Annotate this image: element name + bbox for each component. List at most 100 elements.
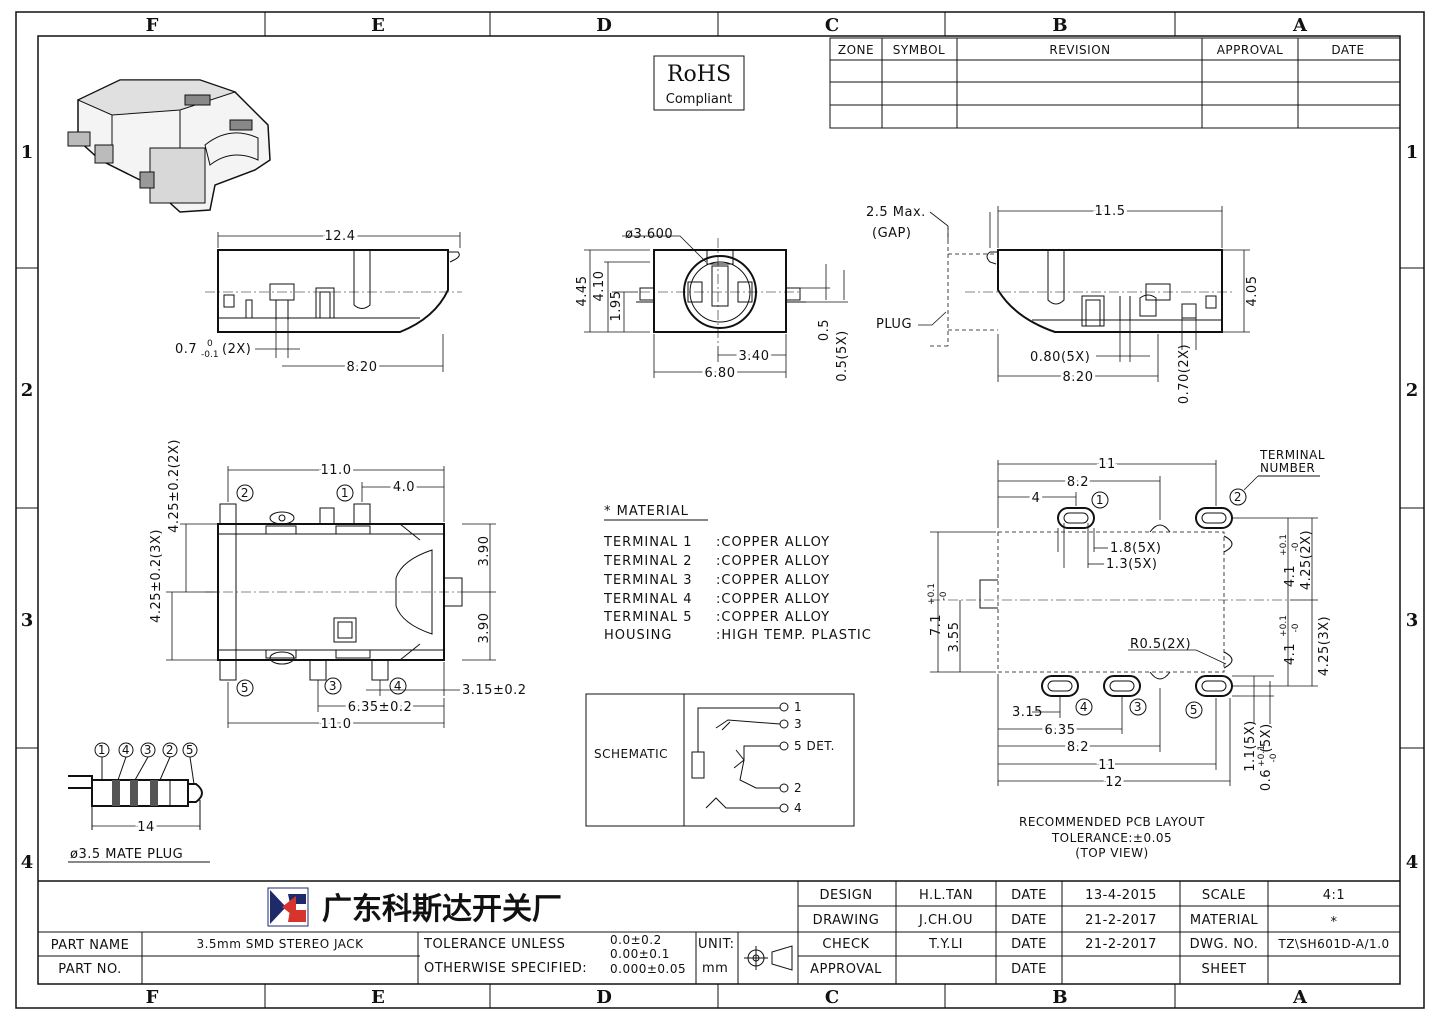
- zone-bottom-e: E: [371, 987, 385, 1008]
- dim-plug-14: 14: [137, 820, 155, 835]
- dim-pcb-425-2x: 4.25(2X): [1299, 530, 1314, 590]
- part-no-label: PART NO.: [58, 962, 122, 977]
- top-view: 2 1 5 3 4 11.0 4.0 4.25±0.2(2X) 4.25±0.2…: [149, 439, 527, 735]
- pcb-term-5: 5: [1190, 703, 1198, 717]
- dim-pcb-41a: 4.1: [1283, 565, 1298, 587]
- side-view: 12.4 0.7 0 -0.1 (2X) 8.20: [175, 226, 462, 378]
- zone-right-1: 1: [1406, 142, 1419, 163]
- tolerance-2: 0.00±0.1: [610, 947, 670, 961]
- material-list: * MATERIAL TERMINAL 1 :COPPER ALLOY TERM…: [603, 504, 872, 643]
- dim-pcb-425-3x: 4.25(3X): [1317, 616, 1332, 676]
- gap-label: (GAP): [872, 226, 911, 241]
- dim-front-340: 3.40: [739, 349, 770, 364]
- material-row-2-value: :COPPER ALLOY: [716, 554, 830, 569]
- zone-top-d: D: [596, 15, 612, 36]
- scale-value: 4:1: [1323, 888, 1345, 903]
- dim-top-425-3x: 4.25±0.2(3X): [149, 529, 164, 623]
- dim-front-05-5x: 0.5(5X): [835, 330, 850, 382]
- dim-pcb-71: 7.1: [929, 614, 944, 636]
- schematic-pin-1: 1: [794, 700, 802, 714]
- dim-pcb-r05: R0.5(2X): [1130, 637, 1191, 652]
- mate-plug-label: ø3.5 MATE PLUG: [70, 847, 183, 862]
- rohs-badge: RoHS Compliant: [653, 55, 745, 111]
- sheet-label: SHEET: [1202, 962, 1247, 977]
- dim-pcb-4: 4: [1032, 491, 1041, 506]
- dim-top-110: 11.0: [321, 463, 352, 478]
- material-row-4-name: TERMINAL 4: [603, 592, 693, 607]
- dim-pcb-11b: 11: [1098, 758, 1116, 773]
- unit-label: UNIT:: [698, 937, 734, 952]
- dim-pcb-06-tol-upper: +0.1: [1257, 745, 1267, 767]
- sheet-frame: F E D C B A F E D C B A 1 2 3 4 1 2 3 4: [15, 11, 1425, 1009]
- top-term-1: 1: [341, 486, 349, 500]
- company-logo-icon: [267, 887, 309, 927]
- zone-bottom-a: A: [1292, 987, 1308, 1008]
- dim-side-lead-tol-upper: 0: [207, 339, 213, 349]
- terminal-number-line1: TERMINAL: [1259, 448, 1325, 462]
- dim-pcb-11-5x: 1.1(5X): [1243, 720, 1258, 772]
- material-row-4-value: :COPPER ALLOY: [716, 592, 830, 607]
- dim-front-445: 4.45: [575, 276, 590, 307]
- company-name: 广东科斯达开关厂: [322, 892, 562, 927]
- zone-bottom-c: C: [825, 987, 839, 1008]
- dim-pcb-82b: 8.2: [1067, 740, 1089, 755]
- date-drawing: 21-2-2017: [1085, 913, 1157, 928]
- dim-right-820: 8.20: [1063, 370, 1094, 385]
- material-row-1-value: :COPPER ALLOY: [716, 535, 830, 550]
- dim-top-390b: 3.90: [477, 613, 492, 644]
- dim-pcb-355: 3.55: [947, 622, 962, 653]
- material-row-6-value: :HIGH TEMP. PLASTIC: [716, 628, 872, 643]
- dim-pcb-11: 11: [1098, 457, 1116, 472]
- dim-side-width: 12.4: [325, 229, 356, 244]
- plug-order-2: 2: [166, 743, 174, 757]
- date-label-design: DATE: [1011, 888, 1047, 903]
- top-term-4: 4: [394, 679, 402, 693]
- terminal-number-line2: NUMBER: [1260, 461, 1315, 475]
- schematic: SCHEMATIC 1 3 5 DET. 2 4: [585, 693, 855, 827]
- dim-front-dia: ø3.600: [625, 227, 673, 242]
- material-row-1-name: TERMINAL 1: [603, 535, 693, 550]
- dim-right-070: 0.70(2X): [1177, 344, 1192, 404]
- date-design: 13-4-2015: [1085, 888, 1157, 903]
- dim-pcb-635: 6.35: [1045, 723, 1076, 738]
- pcb-term-4: 4: [1080, 700, 1088, 714]
- dim-pcb-41b-tol-upper: +0.1: [1279, 615, 1289, 637]
- dim-pcb-13: 1.3(5X): [1106, 557, 1158, 572]
- pcb-term-2: 2: [1234, 490, 1242, 504]
- rev-header-revision: REVISION: [1049, 43, 1110, 57]
- material-label: MATERIAL: [1190, 913, 1259, 928]
- material-row-2-name: TERMINAL 2: [603, 554, 693, 569]
- zone-right-4: 4: [1406, 852, 1419, 873]
- dwg-label: DWG. NO.: [1190, 937, 1259, 952]
- tolerance-label-1: TOLERANCE UNLESS: [423, 937, 565, 952]
- rev-header-zone: ZONE: [838, 43, 874, 57]
- dim-side-lead: 0.7: [175, 342, 197, 357]
- dim-pcb-41b: 4.1: [1283, 643, 1298, 665]
- check-value: T.Y.LI: [928, 937, 963, 952]
- approval-label: APPROVAL: [810, 962, 882, 977]
- title-block: 广东科斯达开关厂 PART NAME 3.5mm SMD STEREO JACK…: [38, 880, 1400, 984]
- front-view: ø3.600 4.45 4.10 1.95 3.40 6.80 0.5 0.5(…: [575, 227, 850, 384]
- rev-header-symbol: SYMBOL: [893, 43, 945, 57]
- date-check: 21-2-2017: [1085, 937, 1157, 952]
- date-label-drawing: DATE: [1011, 913, 1047, 928]
- zone-left-3: 3: [21, 610, 34, 631]
- check-label: CHECK: [822, 937, 869, 952]
- dim-right-080: 0.80(5X): [1030, 350, 1090, 365]
- material-row-5-name: TERMINAL 5: [603, 610, 693, 625]
- schematic-pin-4: 4: [794, 801, 802, 815]
- zone-top-f: F: [146, 15, 159, 36]
- dim-top-315: 3.15±0.2: [462, 683, 527, 698]
- zone-bottom-b: B: [1052, 987, 1067, 1008]
- material-row-3-value: :COPPER ALLOY: [716, 573, 830, 588]
- dim-right-115: 11.5: [1095, 204, 1126, 219]
- dim-pcb-71-tol-lower: -0: [939, 591, 949, 600]
- top-term-5: 5: [241, 681, 249, 695]
- dim-side-lead-count: (2X): [222, 342, 251, 357]
- plug-order-1: 1: [98, 743, 106, 757]
- material-row-6-name: HOUSING: [604, 628, 672, 643]
- dim-front-410: 4.10: [592, 271, 607, 302]
- right-side-view: 2.5 Max. (GAP) PLUG 11.5 4.05 0.80(5X) 8…: [866, 201, 1260, 404]
- zone-left-1: 1: [21, 142, 34, 163]
- plug-order-4: 4: [122, 743, 130, 757]
